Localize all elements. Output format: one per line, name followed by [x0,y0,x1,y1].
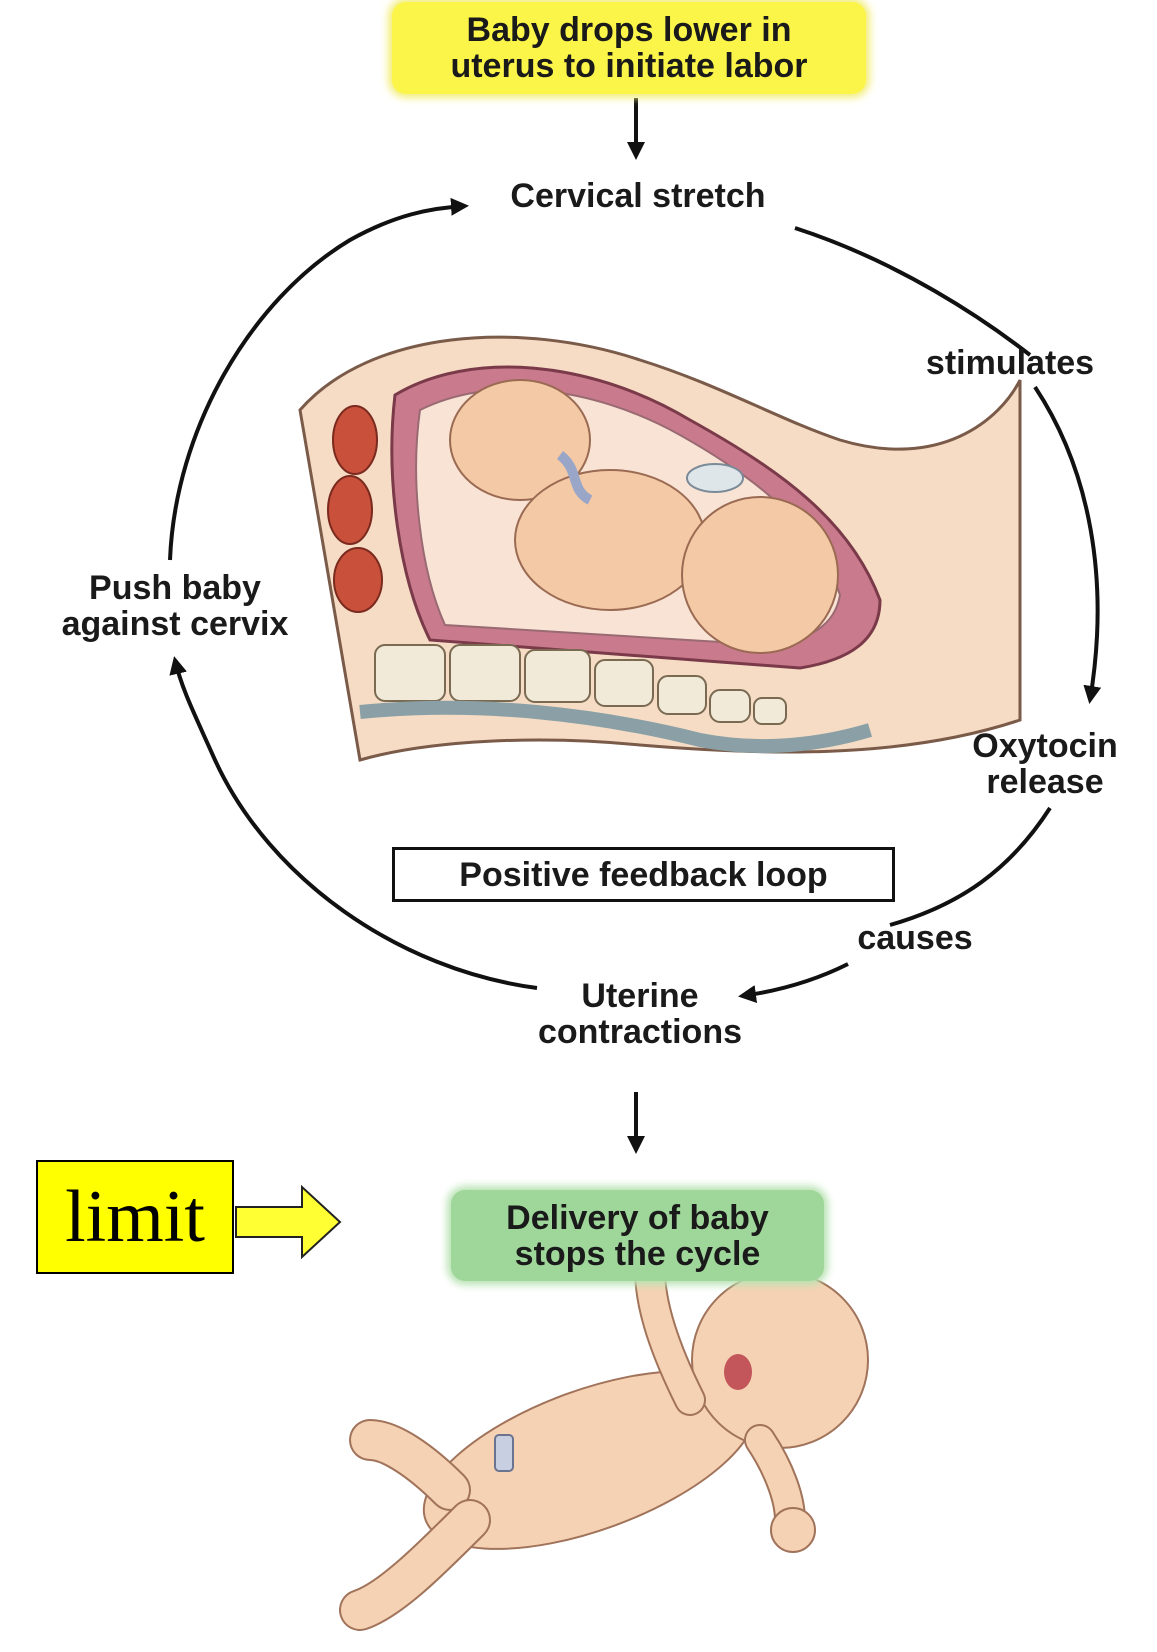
push-line2: against cervix [20,606,330,642]
push-line1: Push baby [20,570,330,606]
oxytocin-release-label: Oxytocin release [945,728,1145,800]
oxytocin-line1: Oxytocin [945,728,1145,764]
oxytocin-line2: release [945,764,1145,800]
newborn-illustration [360,1240,868,1610]
arc-stimulates-to-oxytocin [1035,387,1098,700]
uterine-line1: Uterine [520,978,760,1014]
causes-label: causes [830,920,1000,956]
uterine-contractions-label: Uterine contractions [520,978,760,1050]
arc-oxytocin-to-causes [890,808,1050,925]
arc-stretch-to-stimulates [795,228,1030,355]
start-box-line2: uterus to initiate labor [450,48,807,84]
uterine-line2: contractions [520,1014,760,1050]
stimulates-label: stimulates [890,345,1130,381]
limit-box: limit [36,1160,234,1274]
uterus-illustration [300,337,1020,760]
end-box-line1: Delivery of baby [506,1200,769,1236]
cervical-stretch-label: Cervical stretch [468,178,808,214]
limit-arrow [236,1187,340,1257]
positive-feedback-loop-box: Positive feedback loop [392,847,895,902]
end-box: Delivery of baby stops the cycle [451,1190,824,1281]
positive-feedback-loop-label: Positive feedback loop [459,857,827,893]
end-box-line2: stops the cycle [506,1236,769,1272]
start-box-line1: Baby drops lower in [450,12,807,48]
push-baby-label: Push baby against cervix [20,570,330,642]
start-box: Baby drops lower in uterus to initiate l… [392,2,866,94]
